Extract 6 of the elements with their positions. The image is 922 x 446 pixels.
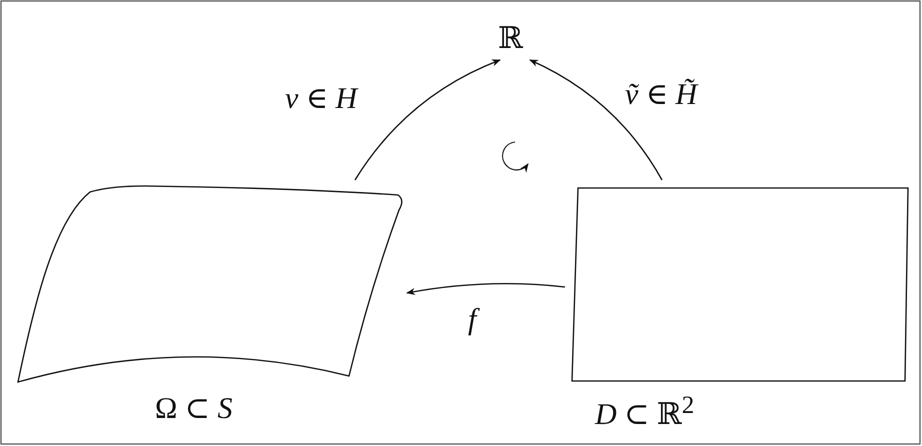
arrow (406, 283, 566, 296)
arrow (354, 59, 501, 180)
math-label: D ⊂ ℝ$^{2}$ (595, 392, 694, 431)
math-label: Ω ⊂ S (155, 392, 232, 425)
math-label: ℝ (498, 22, 523, 55)
arrow (529, 59, 663, 180)
